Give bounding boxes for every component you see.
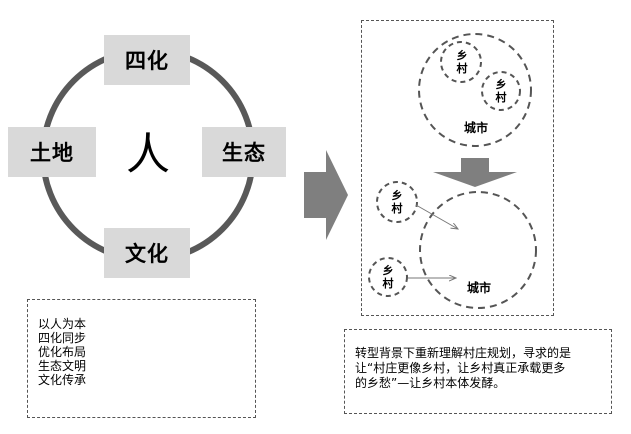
village-circle-top-1 xyxy=(440,41,482,83)
node-right: 生态 xyxy=(202,127,286,177)
down-arrow xyxy=(433,158,517,187)
list-item: 优化布局 xyxy=(38,345,87,359)
node-top: 四化 xyxy=(104,35,190,85)
explanation-note: 转型背景下重新理解村庄规划，寻求的是 让“村庄更像乡村，让乡村真正承载更多 的乡… xyxy=(344,329,612,414)
note-line: 转型背景下重新理解村庄规划，寻求的是 xyxy=(355,346,572,360)
node-bottom: 文化 xyxy=(104,228,190,278)
list-item: 文化传承 xyxy=(38,373,87,387)
list-item: 生态文明 xyxy=(38,359,87,373)
migration-arrow-1 xyxy=(415,204,458,229)
city-label-top: 城市 xyxy=(463,121,488,135)
note-line: 的乡愁”—让乡村本体发酵。 xyxy=(355,376,506,390)
center-person-glyph: 人 xyxy=(126,129,170,180)
list-item: 四化同步 xyxy=(38,331,87,345)
city-label-bottom: 城市 xyxy=(466,281,491,295)
village-label-bottom-2: 乡村 xyxy=(382,264,394,290)
village-label-bottom-1: 乡村 xyxy=(391,189,403,215)
village-circle-bottom-2 xyxy=(368,257,408,297)
transition-arrow xyxy=(304,150,348,240)
village-circle-bottom-1 xyxy=(376,181,418,223)
village-label-top-2: 乡村 xyxy=(495,78,507,104)
principles-list: 以人为本 四化同步 优化布局 生态文明 文化传承 xyxy=(27,299,256,418)
village-label-top-1: 乡村 xyxy=(456,49,468,75)
note-line: 让“村庄更像乡村，让乡村真正承载更多 xyxy=(355,361,566,375)
village-circle-top-2 xyxy=(481,71,521,111)
city-circle-top xyxy=(418,33,532,147)
node-left: 土地 xyxy=(8,127,96,177)
transformation-frame xyxy=(361,20,554,316)
city-circle-bottom xyxy=(419,191,537,309)
list-item: 以人为本 xyxy=(38,317,87,331)
